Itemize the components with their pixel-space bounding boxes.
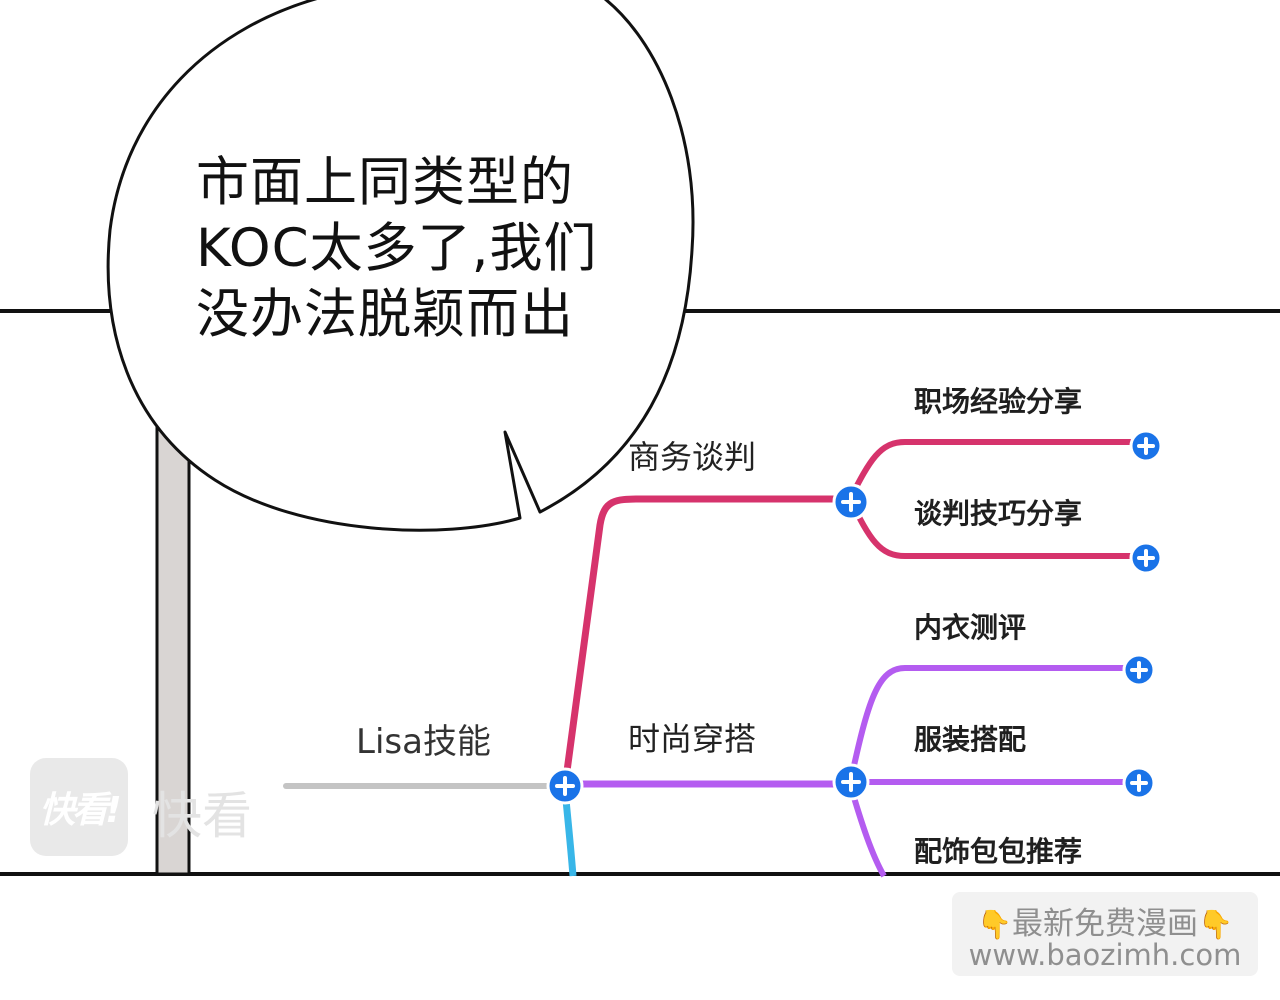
plus-icon[interactable] [1122,766,1156,800]
branch-label-business: 商务谈判 [628,438,757,476]
plus-icon[interactable] [832,763,870,801]
speech-line: 没办法脱颖而出 [196,284,574,345]
promo-title: 最新免费漫画 [1012,906,1198,942]
speech-text: 市面上同类型的 KOC太多了,我们 没办法脱颖而出 [196,150,636,348]
screen-bezel [155,378,191,876]
branch-line-business [561,495,850,787]
watermark-text: 快看 [152,787,252,845]
mindmap-nodes [546,429,1163,805]
leaf-label-negotiation: 谈判技巧分享 [914,497,1083,530]
leaf-label-outfit: 服装搭配 [914,723,1027,756]
leaf-label-underwear: 内衣测评 [914,611,1027,644]
pointing-down-hand-icon: 👇 [977,908,1012,941]
watermark-badge: 快看! [30,758,128,856]
mindmap-lines [283,439,1145,878]
leaf-line-career [847,439,1145,501]
pointing-down-hand-icon: 👇 [1198,908,1233,941]
watermark-badge-text: 快看! [39,790,121,831]
plus-icon[interactable] [1122,653,1156,687]
promo-box[interactable]: 👇最新免费漫画👇 www.baozimh.com [952,892,1258,976]
plus-icon[interactable] [546,767,584,805]
plus-icon[interactable] [1129,429,1163,463]
speech-bubble [106,0,695,532]
plus-icon[interactable] [832,483,870,521]
leaf-line-underwear [847,665,1138,785]
speech-line: KOC太多了,我们 [196,218,598,279]
branch-label-fashion: 时尚穿搭 [628,720,757,758]
promo-title-row: 👇最新免费漫画👇 [952,898,1258,943]
leaf-label-career: 职场经验分享 [914,385,1083,418]
speech-line: 市面上同类型的 [196,152,574,213]
plus-icon[interactable] [1129,541,1163,575]
mindmap-root-label: Lisa技能 [356,722,491,762]
promo-url[interactable]: www.baozimh.com [968,938,1242,972]
leaf-label-accessories: 配饰包包推荐 [914,835,1083,868]
